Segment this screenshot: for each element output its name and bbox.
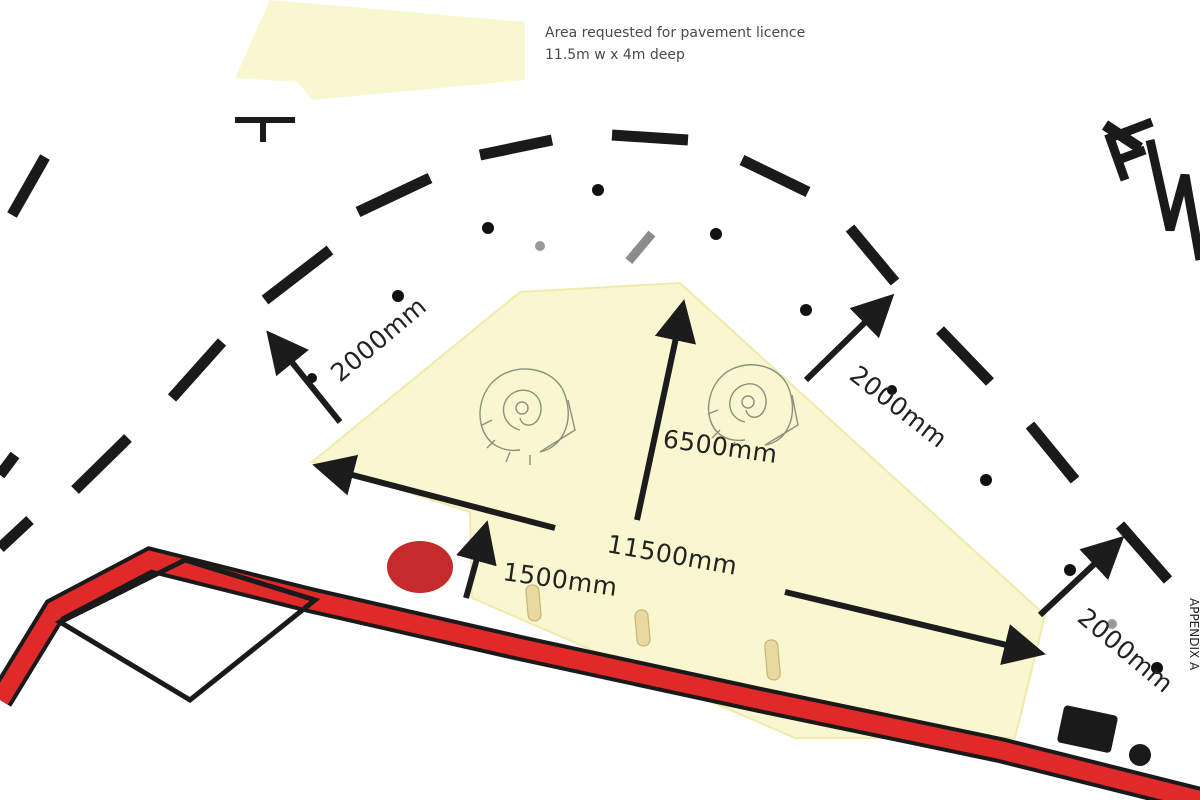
left-clearance-label: 2000mm	[325, 291, 432, 387]
street-furniture-dots	[307, 184, 1163, 674]
legend-dimensions: 11.5m w x 4m deep	[545, 47, 685, 63]
legend: Area requested for pavement licence 11.5…	[545, 22, 865, 66]
street-lettering	[1104, 117, 1200, 261]
right-clearance-lower-arrow	[1037, 535, 1125, 618]
road-markings	[0, 120, 1173, 584]
right-clearance-upper-label: 2000mm	[844, 360, 953, 454]
appendix-note: APPENDIX A	[1187, 598, 1200, 671]
crossing-diamond	[54, 557, 321, 704]
bollard-icon	[525, 584, 781, 681]
depth-arrow	[634, 299, 697, 521]
width-arrow-right	[784, 589, 1046, 666]
kerb-offset-arrow	[456, 520, 497, 599]
right-clearance-upper-arrow	[803, 293, 895, 383]
ammonite-icon	[479, 368, 576, 465]
ammonite-icon	[707, 364, 799, 453]
tree-icon	[387, 541, 453, 593]
right-clearance-lower-label: 2000mm	[1072, 602, 1179, 698]
kerb-line	[0, 546, 1200, 800]
width-arrow-left	[312, 454, 556, 531]
grey-dot	[1107, 619, 1117, 629]
grey-post	[625, 230, 656, 265]
grey-dot	[535, 241, 545, 251]
legend-title: Area requested for pavement licence	[545, 25, 806, 41]
legend-swatch	[235, 0, 525, 100]
left-clearance-arrow	[266, 330, 343, 424]
post-icon	[1129, 744, 1151, 766]
road-marking-t	[235, 117, 295, 142]
bin-icon	[1057, 705, 1118, 753]
